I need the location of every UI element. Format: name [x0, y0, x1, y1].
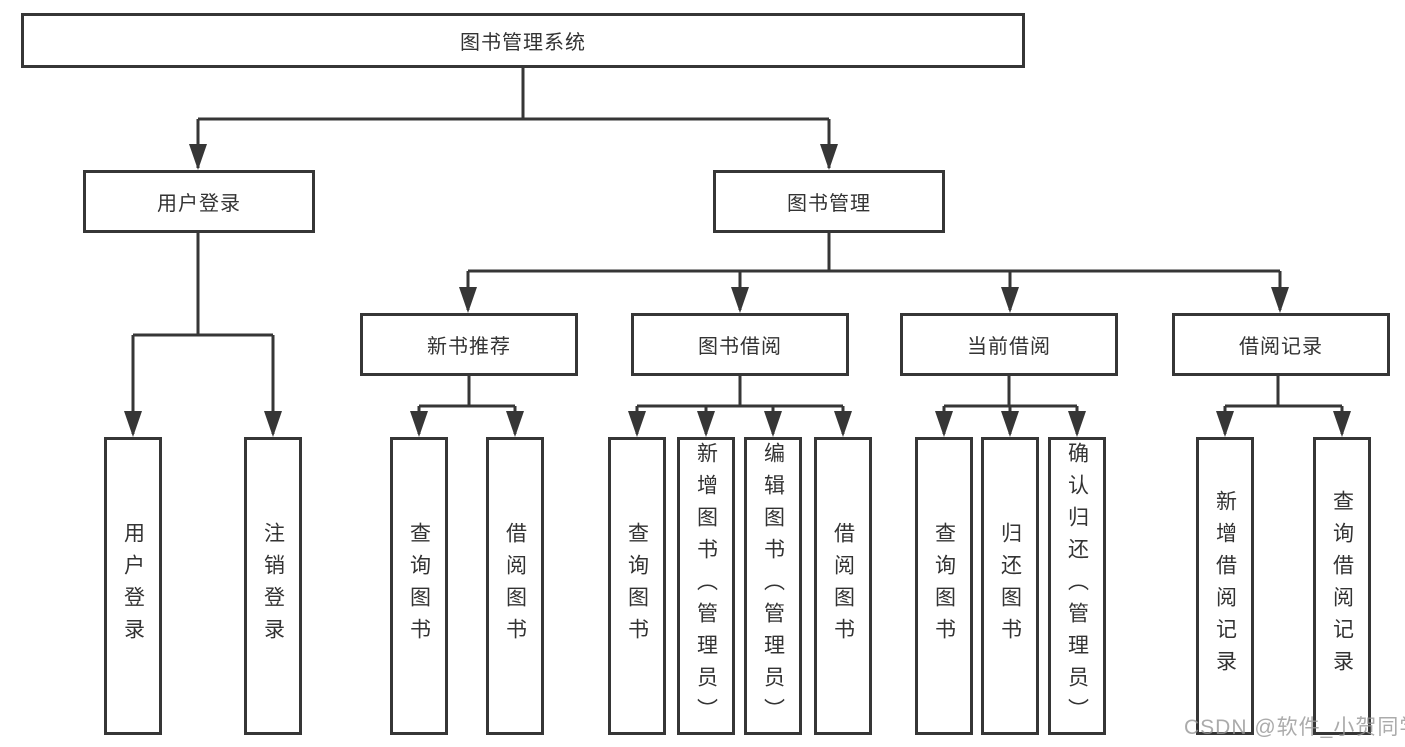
- node-leaf-add-book-admin: 新增图书（管理员）: [677, 437, 735, 735]
- node-user-login: 用户登录: [83, 170, 315, 233]
- node-leaf-query-books-1: 查询图书: [390, 437, 448, 735]
- node-leaf-borrow-books-1: 借阅图书: [486, 437, 544, 735]
- node-leaf-user-login: 用户登录: [104, 437, 162, 735]
- node-leaf-return-books: 归还图书: [981, 437, 1039, 735]
- node-current-borrowing: 当前借阅: [900, 313, 1118, 376]
- node-leaf-confirm-return-admin: 确认归还（管理员）: [1048, 437, 1106, 735]
- node-borrowing-records: 借阅记录: [1172, 313, 1390, 376]
- node-leaf-logout: 注销登录: [244, 437, 302, 735]
- node-leaf-edit-book-admin: 编辑图书（管理员）: [744, 437, 802, 735]
- node-new-book-recommend: 新书推荐: [360, 313, 578, 376]
- node-leaf-add-borrow-record: 新增借阅记录: [1196, 437, 1254, 735]
- node-leaf-query-borrow-record: 查询借阅记录: [1313, 437, 1371, 735]
- node-leaf-borrow-books-2: 借阅图书: [814, 437, 872, 735]
- node-book-borrowing: 图书借阅: [631, 313, 849, 376]
- node-book-management: 图书管理: [713, 170, 945, 233]
- node-leaf-query-books-3: 查询图书: [915, 437, 973, 735]
- arrowheads: [124, 144, 1351, 437]
- node-leaf-query-books-2: 查询图书: [608, 437, 666, 735]
- watermark: CSDN @软件_小贺同学: [1184, 716, 1405, 739]
- node-library-system: 图书管理系统: [21, 13, 1025, 68]
